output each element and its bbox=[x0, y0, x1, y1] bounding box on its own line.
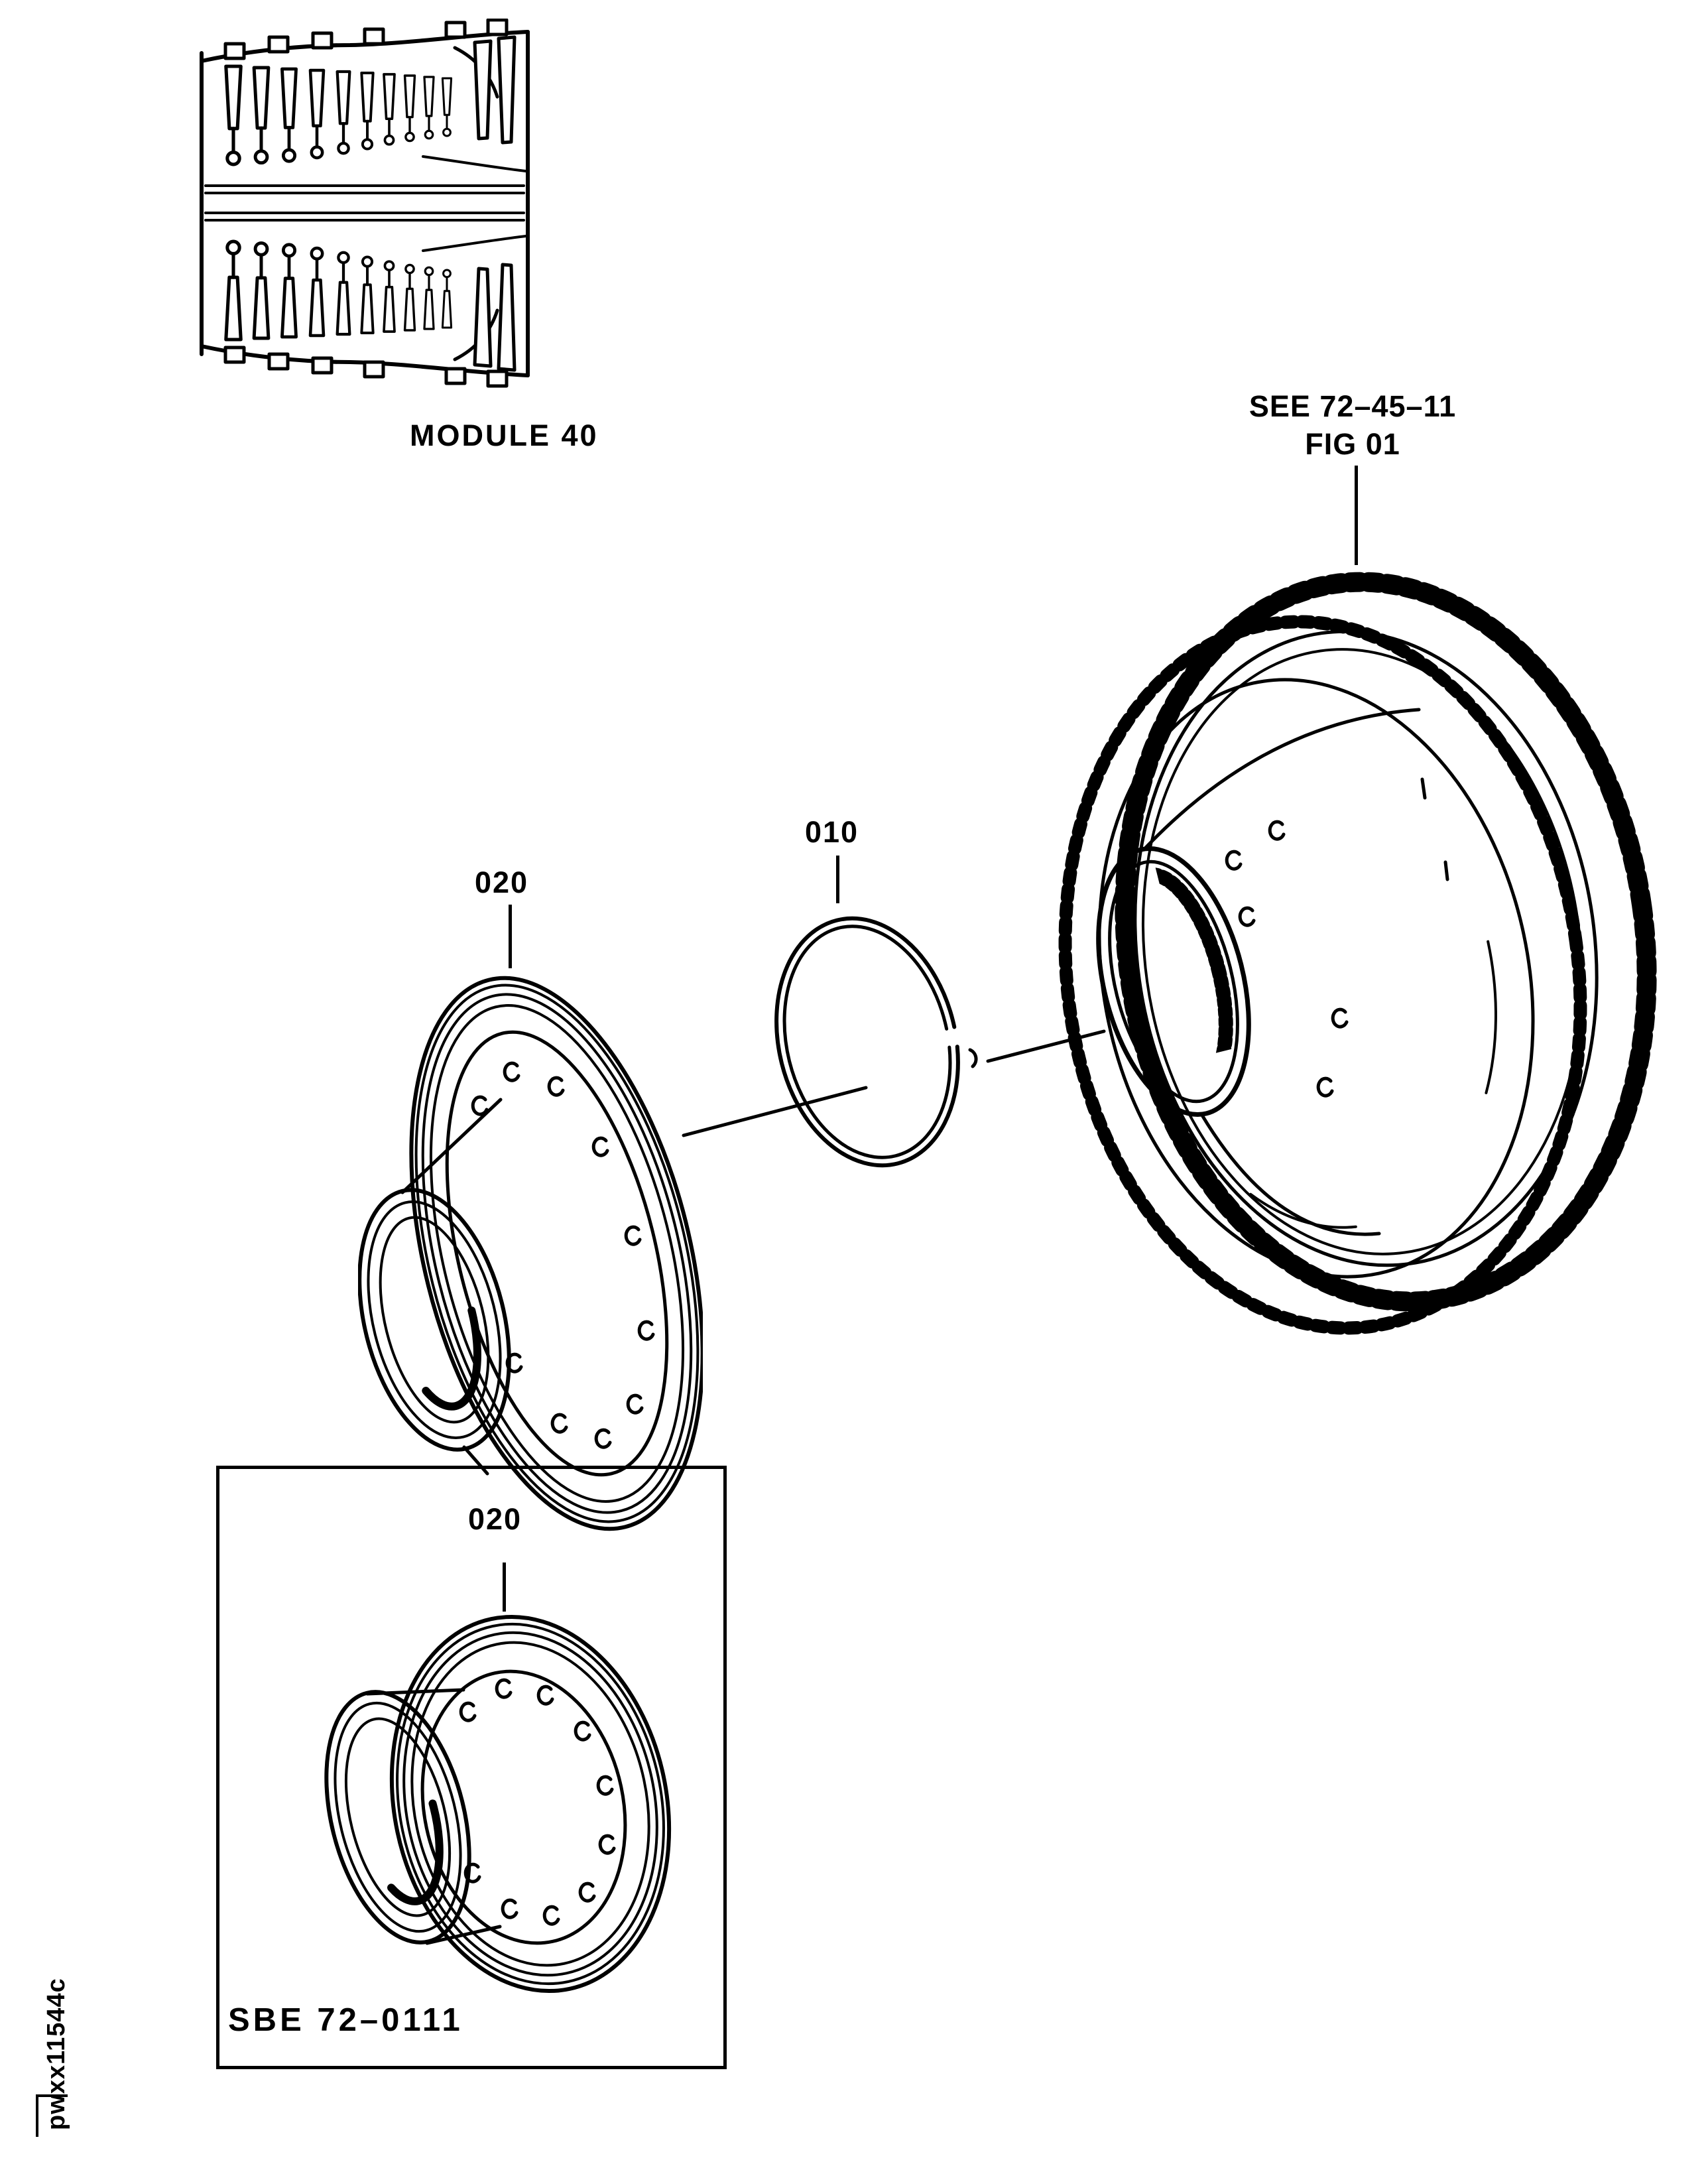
gear-front-teeth-row bbox=[1058, 615, 1587, 1335]
inset-hub-drawing bbox=[324, 1614, 672, 1994]
hub-drawing bbox=[358, 976, 703, 1531]
hub-flange-face bbox=[445, 1030, 669, 1477]
hub-leader-line bbox=[509, 905, 512, 968]
inset-hub-flange-face bbox=[420, 1669, 627, 1945]
gear-reference-callout: SEE 72–45–11 FIG 01 bbox=[1187, 387, 1518, 463]
gear-bore-opening bbox=[1096, 846, 1251, 1117]
assembly-centerline bbox=[682, 1029, 1106, 1137]
gear-face-rim bbox=[1097, 678, 1535, 1279]
ring-leader-line bbox=[836, 856, 839, 903]
engine-cross-section-illustration bbox=[200, 19, 530, 388]
fig-reference-line: FIG 01 bbox=[1305, 427, 1400, 461]
inset-part-label-020: 020 bbox=[468, 1502, 522, 1536]
plate-code-vertical: pwxx11544c bbox=[42, 1978, 70, 2130]
part-label-010: 010 bbox=[805, 815, 859, 849]
bore-spline-teeth bbox=[1148, 867, 1233, 1056]
gear-disk-drawing bbox=[1058, 572, 1657, 1335]
gear-leader-line bbox=[1355, 466, 1358, 565]
plate-corner-bracket bbox=[36, 2094, 68, 2137]
inset-hub-leader-line bbox=[503, 1563, 506, 1612]
inset-figure-code: SBE 72–0111 bbox=[228, 2002, 463, 2038]
see-reference-line: SEE 72–45–11 bbox=[1249, 389, 1457, 423]
module-caption: MODULE 40 bbox=[410, 418, 599, 452]
retaining-ring-drawing bbox=[774, 916, 960, 1168]
inset-figure-box bbox=[216, 1466, 727, 2069]
part-label-020: 020 bbox=[475, 865, 529, 899]
